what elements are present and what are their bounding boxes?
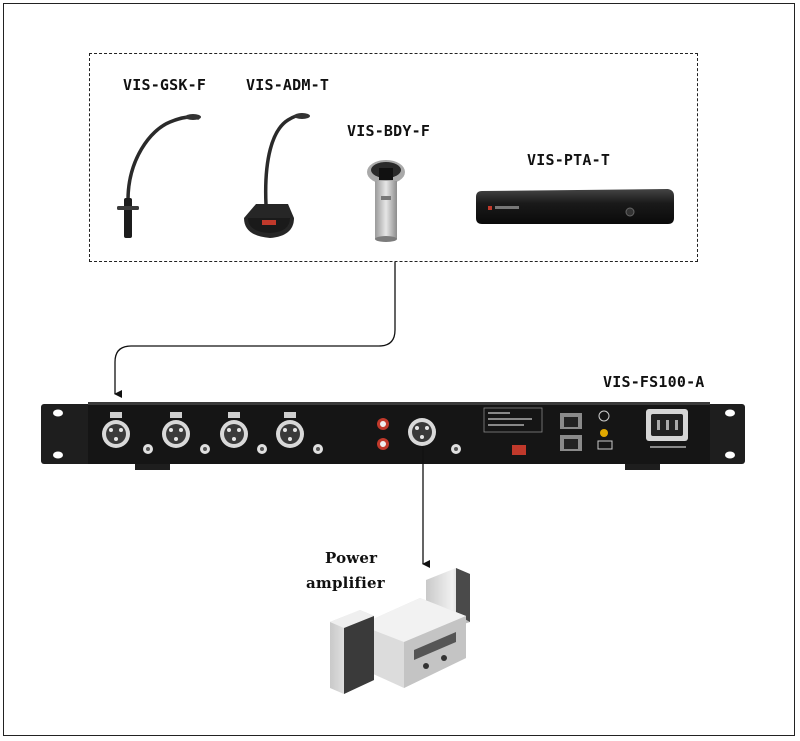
label-vis-gsk-f: VIS-GSK-F bbox=[123, 76, 207, 94]
microphone-group-box bbox=[89, 53, 698, 262]
label-vis-bdy-f: VIS-BDY-F bbox=[347, 122, 431, 140]
label-amplifier-line2: amplifier bbox=[306, 574, 385, 592]
label-vis-pta-t: VIS-PTA-T bbox=[527, 151, 611, 169]
boundary-mic-icon bbox=[367, 160, 405, 242]
connector-mics-to-processor bbox=[114, 262, 396, 398]
gooseneck-mic-icon bbox=[117, 114, 201, 238]
power-amplifier-icon bbox=[330, 568, 470, 694]
label-vis-fs100-a: VIS-FS100-A bbox=[603, 373, 705, 391]
rack-processor-icon bbox=[41, 402, 745, 470]
presentation-bar-icon bbox=[476, 189, 674, 224]
diagram-frame bbox=[3, 3, 795, 736]
desktop-mic-icon bbox=[244, 113, 310, 238]
label-vis-adm-t: VIS-ADM-T bbox=[246, 76, 330, 94]
label-amplifier-line1: Power bbox=[325, 549, 378, 567]
